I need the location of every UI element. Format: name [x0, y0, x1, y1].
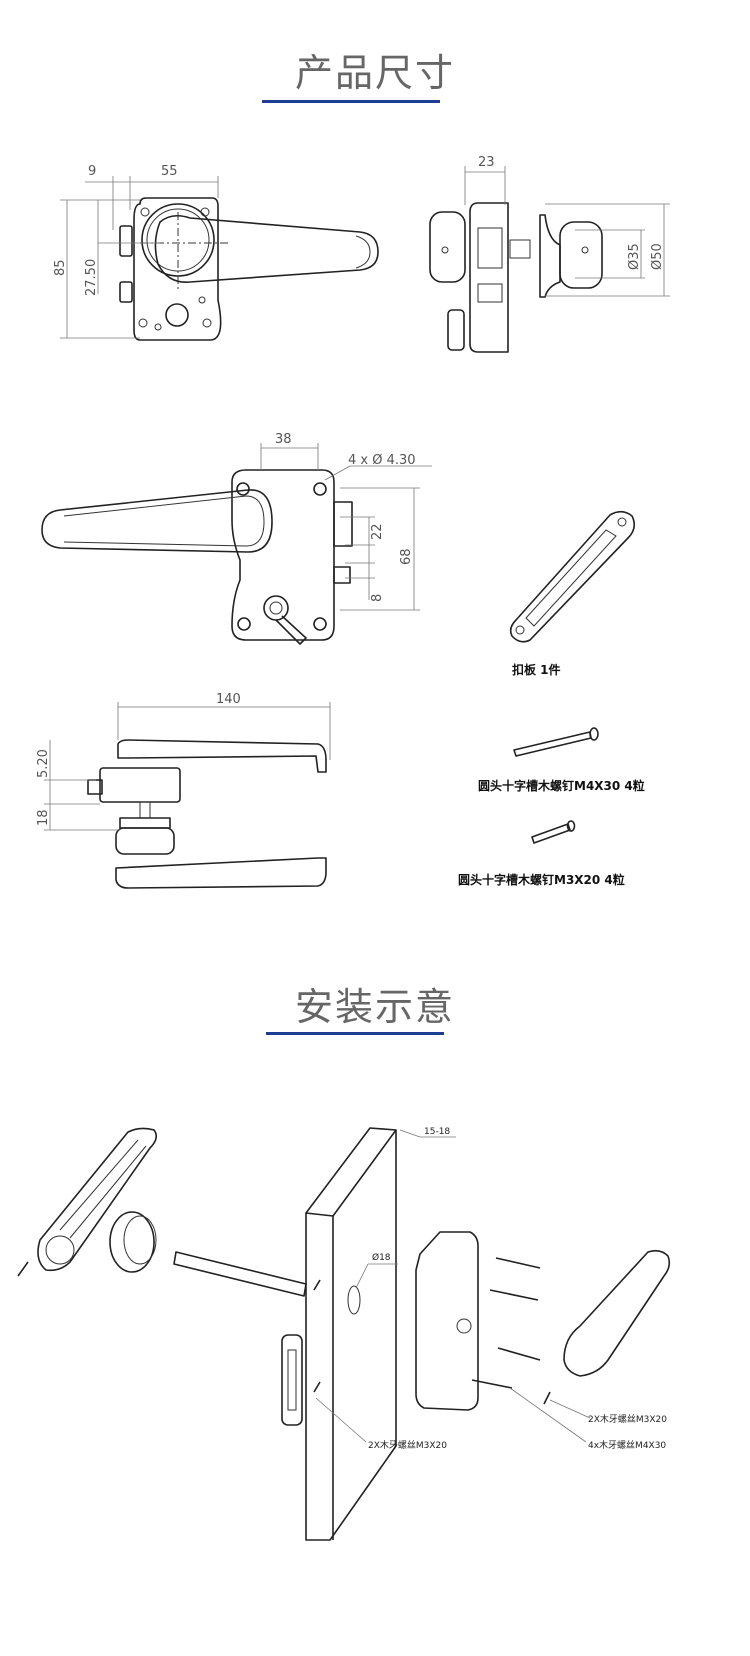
title-underline	[262, 100, 440, 103]
screw-note-left: 2X木牙螺丝M3X20	[368, 1439, 447, 1451]
dim-55: 55	[161, 164, 178, 179]
dim-9: 9	[88, 164, 96, 179]
dim-18: 18	[36, 809, 51, 826]
screw-note-right-2: 4x木牙螺丝M4X30	[588, 1439, 666, 1451]
dim-d35: Ø35	[627, 243, 642, 270]
top-view-drawing: 140 5.20 18	[36, 692, 331, 889]
screw-note-right-1: 2X木牙螺丝M3X20	[588, 1413, 667, 1425]
dim-5-20: 5.20	[36, 749, 51, 778]
section-title-install: 安装示意	[294, 985, 455, 1029]
dim-38: 38	[275, 432, 292, 447]
dim-68: 68	[399, 548, 414, 565]
dim-27-50: 27.50	[84, 259, 99, 296]
install-diagram: 15-18 Ø18 2X木牙螺丝M3X20 2X木牙螺丝M3X20 4x木牙螺丝…	[17, 1127, 671, 1541]
section-title-dimensions: 产品尺寸	[294, 51, 455, 95]
door-thickness-label: 15-18	[424, 1127, 450, 1137]
accessory-label-screw-m3x20: 圆头十字槽木螺钉M3X20 4粒	[458, 872, 625, 887]
back-view-drawing: 38 4 x Ø 4.30 22 68 8	[41, 432, 432, 645]
side-view-drawing: 23 Ø35 Ø50	[429, 155, 670, 353]
strike-plate-drawing: 扣板 1件	[509, 510, 636, 677]
accessory-label-strike-plate: 扣板 1件	[512, 662, 561, 677]
dim-8: 8	[370, 594, 385, 602]
dim-d50: Ø50	[650, 243, 665, 270]
screw-drawings: 圆头十字槽木螺钉M4X30 4粒 圆头十字槽木螺钉M3X20 4粒	[458, 727, 645, 887]
title-underline-install	[266, 1032, 444, 1035]
dim-140: 140	[216, 692, 241, 707]
accessory-label-screw-m4x30: 圆头十字槽木螺钉M4X30 4粒	[478, 778, 645, 793]
dim-22: 22	[370, 523, 385, 540]
hole-diameter-label: Ø18	[372, 1252, 391, 1263]
front-view-drawing: 9 55 85 27.50	[53, 164, 379, 341]
hole-note: 4 x Ø 4.30	[348, 453, 416, 468]
dim-23: 23	[478, 155, 495, 170]
dim-85: 85	[53, 259, 68, 276]
